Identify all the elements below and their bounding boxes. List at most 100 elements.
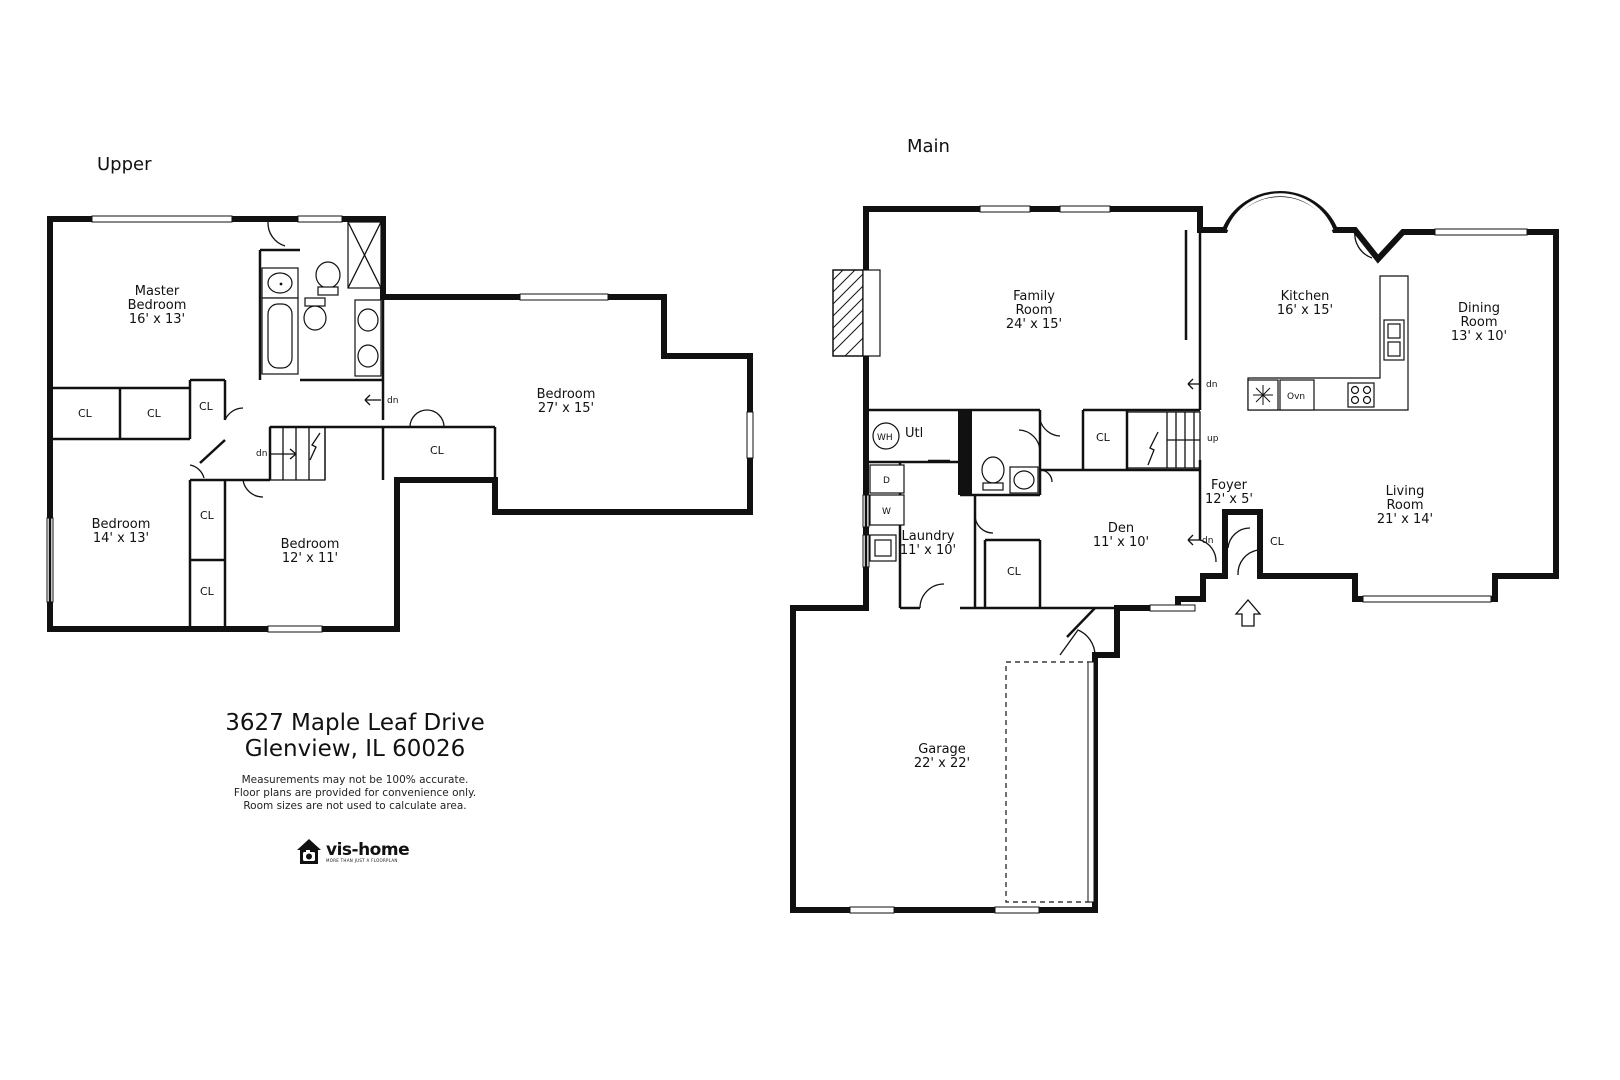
- stair-down-label: dn: [1202, 536, 1213, 546]
- stair-down-label: dn: [1206, 380, 1217, 390]
- svg-text:21' x 14': 21' x 14': [1377, 512, 1433, 527]
- svg-text:16' x 13': 16' x 13': [129, 312, 185, 327]
- address-line-2: Glenview, IL 60026: [244, 736, 466, 762]
- svg-text:Bedroom: Bedroom: [537, 387, 596, 402]
- window: [1149, 604, 1196, 612]
- water-heater-icon: [872, 422, 900, 450]
- svg-text:13' x 10': 13' x 10': [1451, 329, 1507, 344]
- disclaimer-line: Measurements may not be 100% accurate.: [241, 774, 469, 786]
- room-label-den: Den 11' x 10': [1093, 521, 1149, 550]
- house-camera-icon: [295, 836, 323, 866]
- bay-window: [1226, 193, 1334, 231]
- brand-name: vis-home: [326, 839, 410, 860]
- window: [91, 215, 233, 223]
- svg-text:12' x 11': 12' x 11': [282, 551, 338, 566]
- garage-door-outline: [1005, 661, 1091, 903]
- window: [1362, 595, 1492, 603]
- closet-label: CL: [430, 444, 445, 457]
- window: [519, 293, 609, 301]
- washer-label: W: [882, 507, 891, 517]
- svg-text:16' x 15': 16' x 15': [1277, 303, 1333, 318]
- svg-text:Room: Room: [1460, 315, 1497, 330]
- kitchen-fixtures: Ovn: [1247, 275, 1409, 411]
- svg-text:Room: Room: [1386, 498, 1423, 513]
- svg-text:Bedroom: Bedroom: [92, 517, 151, 532]
- toilet-icon: [303, 305, 327, 331]
- svg-text:Foyer: Foyer: [1211, 478, 1248, 493]
- svg-text:Garage: Garage: [918, 742, 966, 757]
- window: [297, 215, 343, 223]
- window: [746, 411, 754, 459]
- address-line-1: 3627 Maple Leaf Drive: [225, 710, 485, 736]
- svg-text:Master: Master: [135, 284, 180, 299]
- svg-text:24' x 15': 24' x 15': [1006, 317, 1062, 332]
- window: [1059, 205, 1111, 213]
- disclaimer-line: Room sizes are not used to calculate are…: [243, 800, 467, 812]
- main-floor-plan: Main: [790, 136, 1559, 914]
- window: [979, 205, 1031, 213]
- closet-label: CL: [199, 400, 214, 413]
- stair-down-label: dn: [387, 396, 398, 406]
- room-label-bedroom: Bedroom 12' x 11': [281, 537, 340, 566]
- closet-label: CL: [78, 407, 93, 420]
- washer-icon: [869, 494, 905, 526]
- room-label-bedroom: Bedroom 27' x 15': [537, 387, 596, 416]
- dryer-icon: [869, 464, 905, 494]
- stair-down-label: dn: [256, 449, 267, 459]
- window: [849, 906, 895, 914]
- stair-up-label: up: [1207, 434, 1219, 444]
- svg-text:Dining: Dining: [1458, 301, 1500, 316]
- svg-text:Family: Family: [1013, 289, 1055, 304]
- window: [1434, 228, 1528, 236]
- main-floor-title: Main: [907, 136, 950, 157]
- utility-sink-icon: [869, 534, 897, 562]
- main-stairs: up dn dn: [1126, 378, 1219, 546]
- svg-text:11' x 10': 11' x 10': [900, 543, 956, 558]
- svg-text:12' x 5': 12' x 5': [1205, 492, 1253, 507]
- fireplace-hatch: [832, 269, 864, 357]
- closet-label: CL: [1007, 565, 1022, 578]
- room-label-bedroom: Bedroom 14' x 13': [92, 517, 151, 546]
- garage-door: [1087, 661, 1095, 903]
- dryer-label: D: [883, 476, 890, 486]
- oven-icon: [1279, 379, 1315, 411]
- room-label-foyer: Foyer 12' x 5': [1205, 478, 1253, 507]
- fireplace-hearth: [862, 269, 881, 357]
- closet-label: CL: [200, 585, 215, 598]
- water-heater-label: WH: [877, 433, 893, 443]
- room-label-garage: Garage 22' x 22': [914, 742, 970, 771]
- room-label-kitchen: Kitchen 16' x 15': [1277, 289, 1333, 318]
- toilet-icon: [315, 261, 341, 289]
- svg-text:Kitchen: Kitchen: [1281, 289, 1330, 304]
- svg-text:14' x 13': 14' x 13': [93, 531, 149, 546]
- closet-label: CL: [1096, 431, 1111, 444]
- oven-label: Ovn: [1287, 392, 1305, 402]
- brand-logo: vis-home MORE THAN JUST A FLOORPLAN: [295, 836, 410, 866]
- cooktop-icon: [1347, 382, 1375, 408]
- svg-text:Bedroom: Bedroom: [281, 537, 340, 552]
- upper-exterior-walls: [47, 216, 753, 632]
- room-label-utility: Utl: [905, 426, 923, 441]
- svg-text:Den: Den: [1108, 521, 1134, 536]
- disclaimer-line: Floor plans are provided for convenience…: [233, 787, 477, 799]
- closet-label: CL: [1270, 535, 1285, 548]
- powder-room-fixtures: [981, 456, 1039, 494]
- room-label-dining-room: Dining Room 13' x 10': [1451, 301, 1507, 344]
- upper-stairs: dn dn: [256, 394, 398, 481]
- upper-doors: [189, 221, 445, 498]
- main-doors: [919, 229, 1373, 656]
- brand-tagline: MORE THAN JUST A FLOORPLAN: [326, 857, 398, 863]
- toilet-icon: [981, 456, 1005, 484]
- utility-wall-block: [958, 410, 972, 495]
- room-label-master-bedroom: Master Bedroom 16' x 13': [128, 284, 187, 327]
- closet-label: CL: [200, 509, 215, 522]
- svg-text:22' x 22': 22' x 22': [914, 756, 970, 771]
- svg-text:Living: Living: [1386, 484, 1425, 499]
- svg-text:Bedroom: Bedroom: [128, 298, 187, 313]
- room-label-living-room: Living Room 21' x 14': [1377, 484, 1433, 527]
- room-label-family-room: Family Room 24' x 15': [1006, 289, 1062, 332]
- svg-text:27' x 15': 27' x 15': [538, 401, 594, 416]
- svg-text:Room: Room: [1015, 303, 1052, 318]
- address-block: 3627 Maple Leaf Drive Glenview, IL 60026…: [215, 710, 495, 813]
